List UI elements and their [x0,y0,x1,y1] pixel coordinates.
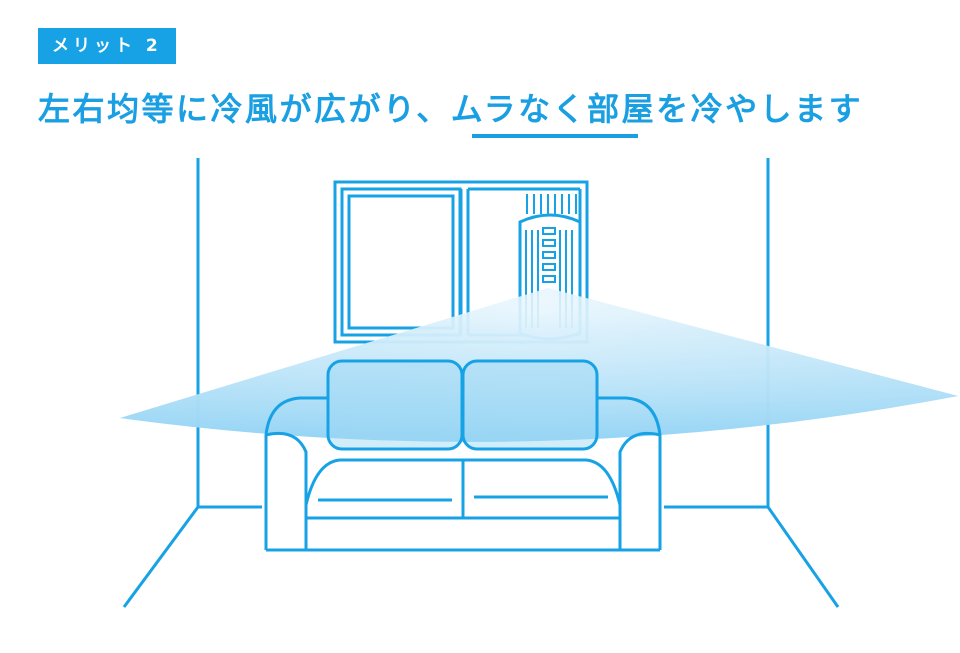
headline-emphasis: ムラなく [450,90,588,128]
window-panel-vent-icon [526,194,577,214]
headline: 左右均等に冷風が広がり、ムラなく部屋を冷やします [38,86,938,132]
headline-before: 左右均等に冷風が広がり、 [38,90,451,128]
headline-after: 部屋を冷やします [587,90,864,128]
merit-badge-label: メリット 2 [52,36,162,56]
headline-underline [472,134,638,138]
room-walls-icon [122,158,840,608]
merit-badge: メリット 2 [38,28,176,64]
sofa-icon [264,359,662,552]
